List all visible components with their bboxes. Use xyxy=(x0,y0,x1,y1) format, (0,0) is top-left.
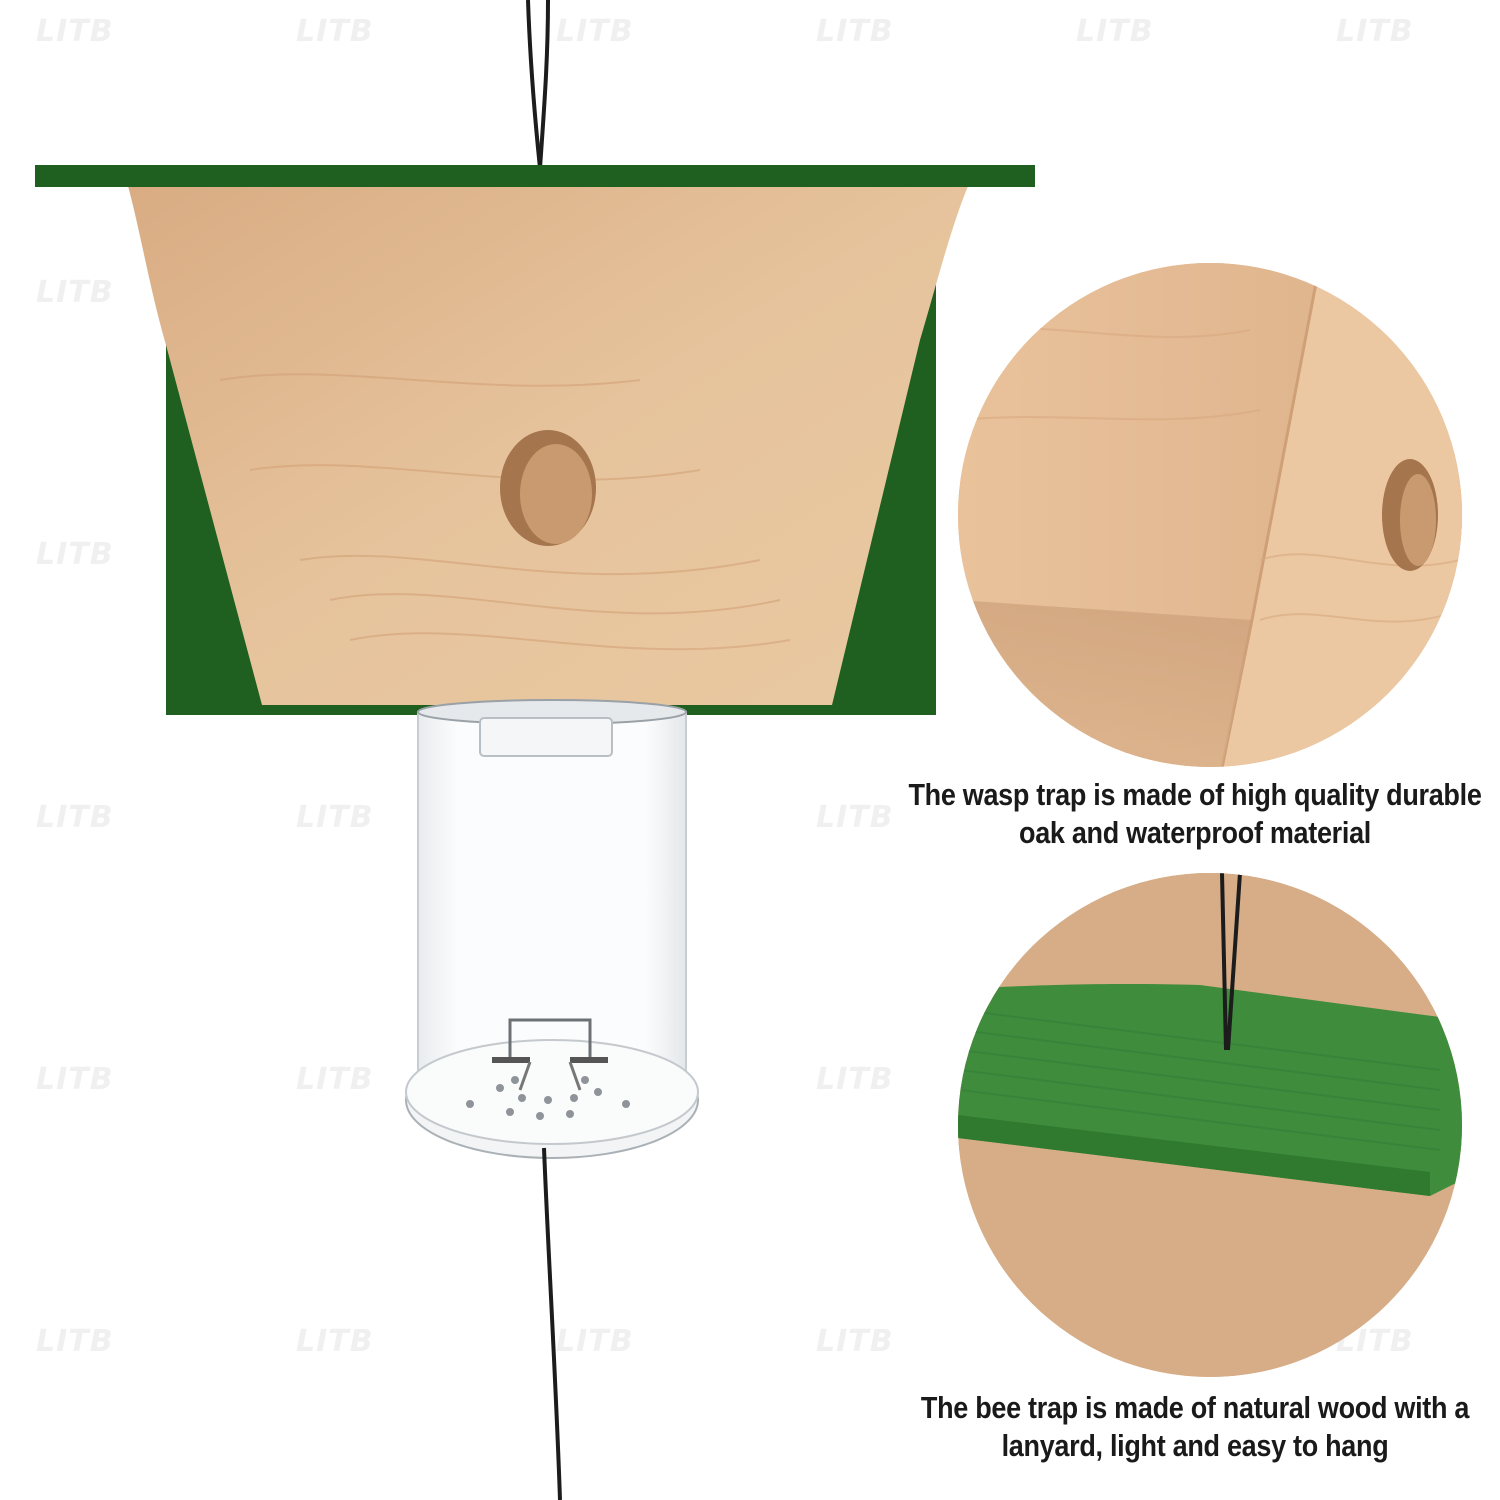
detail-circle-lanyard xyxy=(958,873,1462,1377)
green-roof xyxy=(35,165,1035,187)
caption-wasp-trap: The wasp trap is made of high quality du… xyxy=(900,776,1490,852)
bottom-cord xyxy=(542,1147,562,1500)
lanyard xyxy=(1220,873,1228,1051)
caption-bee-trap: The bee trap is made of natural wood wit… xyxy=(905,1389,1485,1465)
detail-circle-wood xyxy=(958,263,1462,767)
main-trap xyxy=(35,0,1035,1500)
caption-line: The bee trap is made of natural wood wit… xyxy=(920,1391,1470,1425)
hanging-cord xyxy=(526,0,542,169)
caption-line: The wasp trap is made of high quality du… xyxy=(908,778,1482,812)
caption-line: lanyard, light and easy to hang xyxy=(1001,1429,1389,1463)
caption-line: oak and waterproof material xyxy=(1019,816,1371,850)
clear-cylinder xyxy=(405,699,699,1159)
